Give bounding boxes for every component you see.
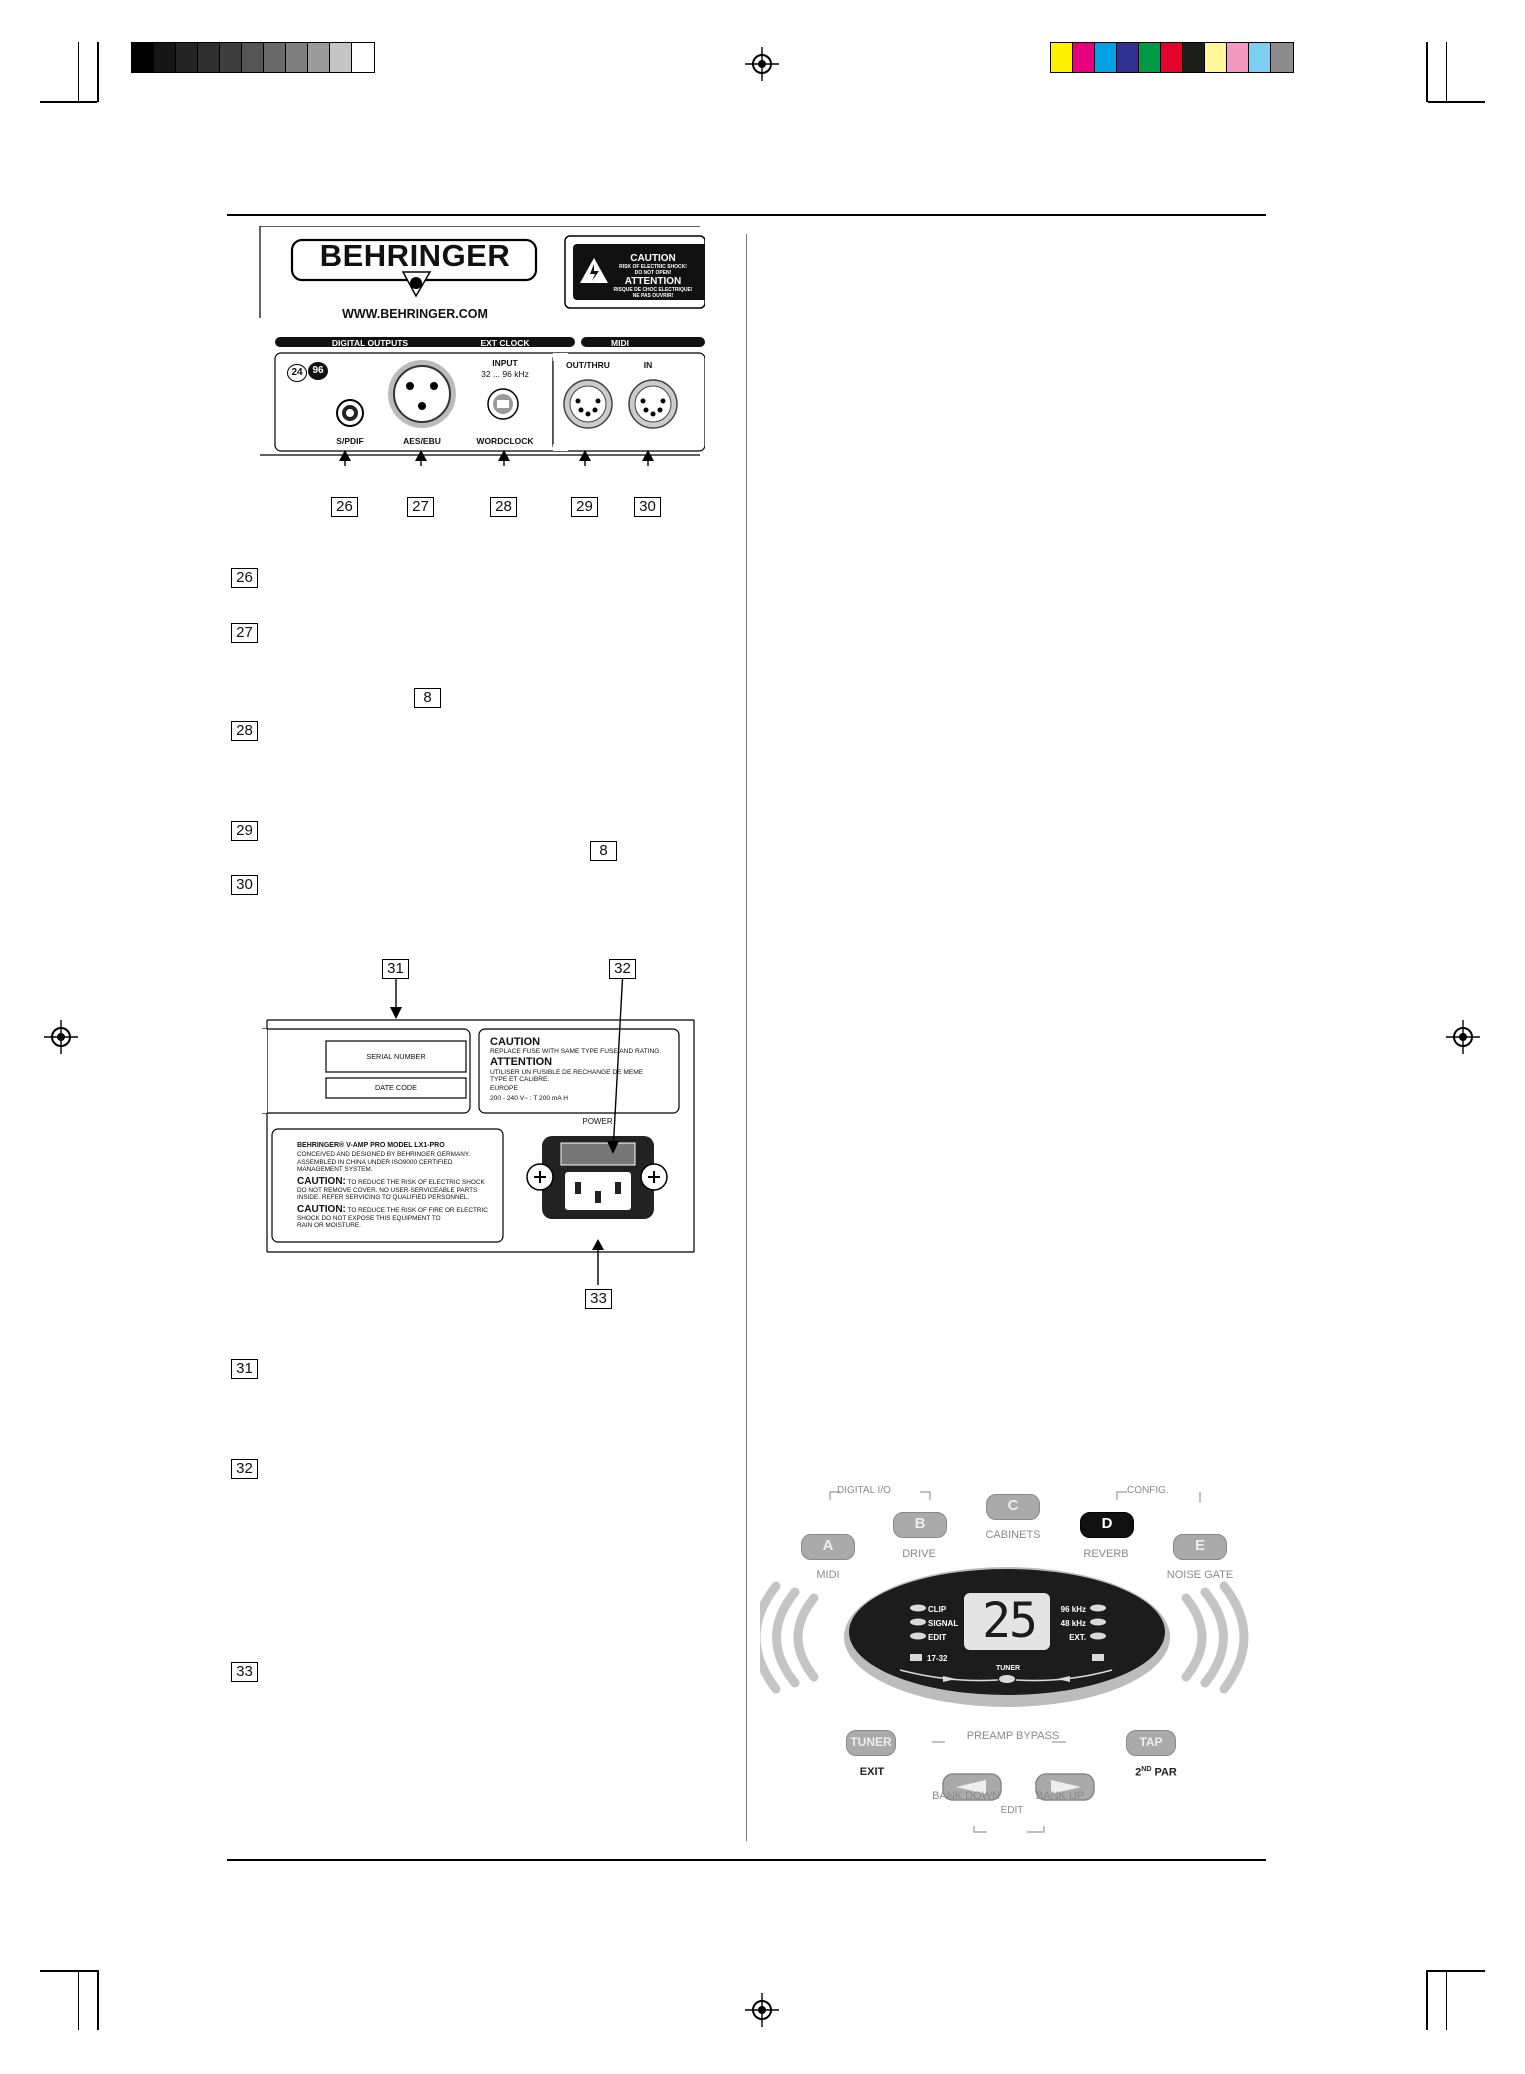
badge-24bit: 24 [287,364,307,382]
preamp-bypass-label: PREAMP BYPASS [966,1730,1060,1742]
bottom-rule [227,1859,1266,1861]
grayscale-swatch [285,42,309,73]
caution-label: CAUTION RISK OF ELECTRIC SHOCK! DO NOT O… [613,253,693,299]
grayscale-swatch [175,42,199,73]
ref-30: 30 [634,497,661,517]
range-label: 17-32 [927,1654,948,1663]
bank-down-label: BANK DOWN [932,1790,1000,1802]
bank-down-button[interactable] [926,1774,984,1800]
list-ref-29: 29 [231,821,258,841]
grayscale-swatch [197,42,221,73]
process-swatch [1072,42,1096,73]
process-swatch [1182,42,1206,73]
inline-ref-8a: 8 [414,688,441,708]
process-swatch [1094,42,1118,73]
grayscale-swatch [153,42,177,73]
cabinets-label: CABINETS [985,1529,1041,1541]
midi-label: MIDI [816,1569,840,1581]
pedal-a-button[interactable]: A [801,1534,855,1560]
ref-26: 26 [331,497,358,517]
registration-mark-right [1446,1020,1480,1054]
power-panel-drawing [262,969,695,1285]
column-divider [746,234,747,1841]
drive-label: DRIVE [902,1548,936,1560]
process-swatch [1160,42,1184,73]
process-swatch [1204,42,1228,73]
digital-io-label: DIGITAL I/O [837,1485,891,1496]
display-readout: 25 [982,1593,1038,1649]
tap-button[interactable]: TAP [1126,1730,1176,1756]
ext-clock-heading: EXT CLOCK [480,338,530,348]
bank-up-label: BANK UP [1035,1790,1085,1802]
tuner-indicator-label: TUNER [995,1665,1021,1672]
grayscale-swatch [131,42,155,73]
list-ref-30: 30 [231,875,258,895]
pedal-b-button[interactable]: B [893,1512,947,1538]
aesebu-label: AES/EBU [403,436,441,446]
ref-32: 32 [609,959,636,979]
date-code-label: DATE CODE [374,1083,418,1092]
pedal-e-button[interactable]: E [1173,1534,1227,1560]
midi-in-label: IN [643,360,653,370]
process-swatch [1050,42,1074,73]
digital-outputs-heading: DIGITAL OUTPUTS [331,338,409,348]
rear-panel-drawing [259,226,705,466]
bank-up-button[interactable] [1036,1774,1094,1800]
power-label: POWER [582,1117,613,1126]
registration-mark-bottom [745,1993,779,2027]
ref-29: 29 [571,497,598,517]
out-thru-label: OUT/THRU [566,360,610,370]
process-swatch [1270,42,1294,73]
serial-number-label: SERIAL NUMBER [366,1052,426,1061]
tuner-button[interactable]: TUNER [846,1730,896,1756]
model-info-text: BEHRINGER® V-AMP PRO MODEL LX1-PRO CONCE… [297,1142,488,1229]
list-ref-27: 27 [231,623,258,643]
list-ref-32: 32 [231,1459,258,1479]
inline-ref-8b: 8 [590,841,617,861]
grayscale-swatch [351,42,375,73]
pedal-c-button[interactable]: C [986,1494,1040,1520]
fuse-caution-text: CAUTION REPLACE FUSE WITH SAME TYPE FUSE… [490,1036,662,1102]
controller-drawing [760,1491,1249,1833]
ref-27: 27 [407,497,434,517]
reverb-label: REVERB [1083,1548,1129,1560]
top-rule [227,214,1266,216]
config-label: CONFIG. [1127,1485,1169,1496]
grayscale-swatch [263,42,287,73]
grayscale-swatch [219,42,243,73]
ref-28: 28 [490,497,517,517]
wordclock-label: WORDCLOCK [476,436,534,446]
2nd-par-label: 2ND PAR [1135,1766,1177,1779]
grayscale-swatch [329,42,353,73]
list-ref-33: 33 [231,1662,258,1682]
list-ref-26: 26 [231,568,258,588]
process-swatch [1226,42,1250,73]
exit-label: EXIT [859,1766,885,1778]
registration-mark-left [44,1020,78,1054]
list-ref-28: 28 [231,721,258,741]
input-label: INPUT [492,358,518,368]
grayscale-swatch [307,42,331,73]
process-swatch [1138,42,1162,73]
badge-96khz: 96 [308,362,328,380]
list-ref-31: 31 [231,1359,258,1379]
website: WWW.BEHRINGER.COM [342,307,488,321]
grayscale-swatch [241,42,265,73]
behringer-logo: BEHRINGER [319,238,511,273]
input-range: 32 ... 96 kHz [481,369,529,379]
registration-mark-top [745,47,779,81]
spdif-label: S/PDIF [336,436,364,446]
process-swatch [1116,42,1140,73]
edit-label: EDIT [1000,1805,1024,1816]
pedal-d-button[interactable]: D [1080,1512,1134,1538]
midi-heading: MIDI [611,338,629,348]
ref-31: 31 [382,959,409,979]
noise-gate-label: NOISE GATE [1166,1569,1234,1581]
process-swatch [1248,42,1272,73]
ref-33: 33 [585,1289,612,1309]
